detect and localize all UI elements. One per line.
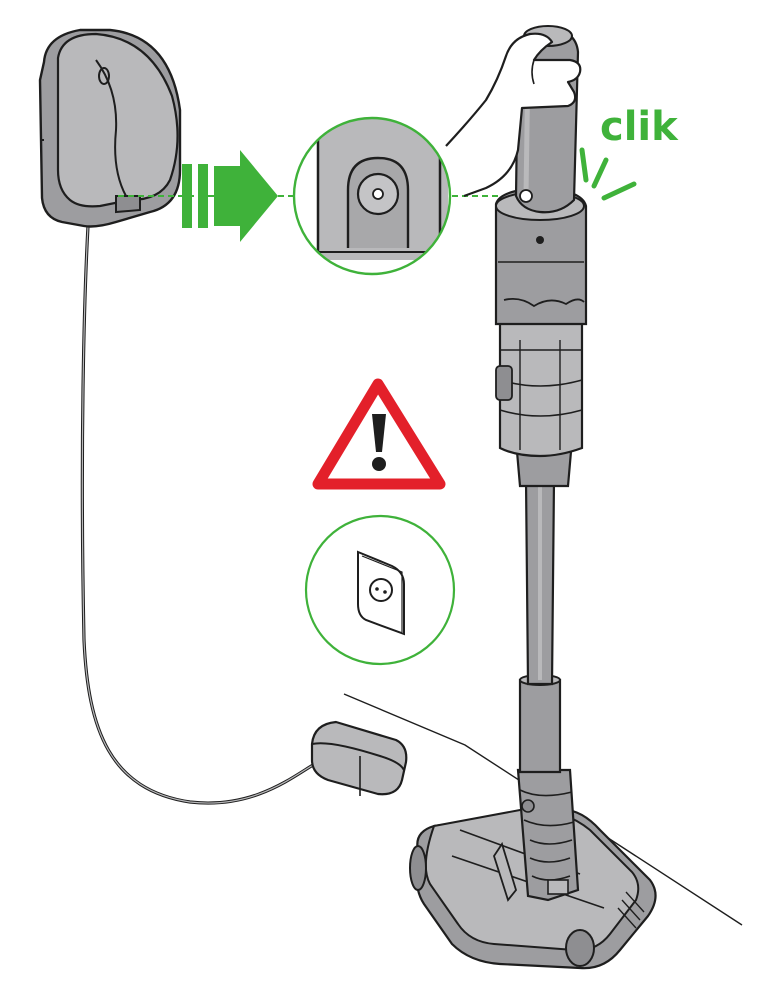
click-sound-label: clik (600, 104, 679, 150)
charging-cable (80, 225, 323, 805)
wall-dock (38, 28, 182, 228)
wall-socket-icon (304, 514, 456, 666)
warning-triangle-icon (312, 378, 446, 490)
click-annotation: clik (579, 104, 679, 201)
power-adapter (310, 720, 408, 796)
connector-zoom (292, 116, 452, 276)
insert-arrow-icon (182, 150, 278, 242)
floor-line (343, 693, 743, 926)
stick-vacuum (409, 25, 657, 970)
